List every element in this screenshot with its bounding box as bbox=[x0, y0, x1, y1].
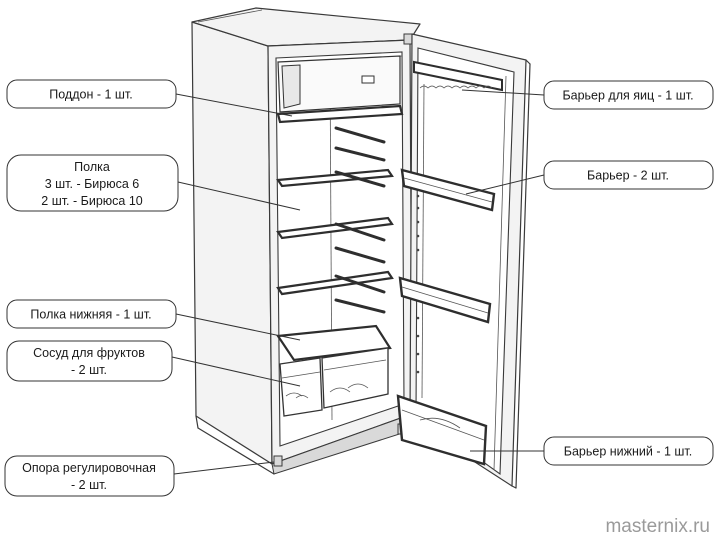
label-shelf: Полка 3 шт. - Бирюса 6 2 шт. - Бирюса 10 bbox=[6, 154, 179, 212]
svg-text:Сосуд для фруктов: Сосуд для фруктов bbox=[33, 346, 145, 360]
label-egg-barrier: Барьер для яиц - 1 шт. bbox=[543, 80, 714, 110]
label-bottom-barrier: Барьер нижний - 1 шт. bbox=[543, 436, 714, 466]
door-barrier-bottom bbox=[396, 394, 488, 466]
label-fruit-container: Сосуд для фруктов - 2 шт. bbox=[6, 340, 173, 382]
svg-text:- 2 шт.: - 2 шт. bbox=[71, 478, 107, 492]
shelves bbox=[276, 126, 394, 314]
label-adjustable-support: Опора регулировочная - 2 шт. bbox=[4, 455, 175, 497]
svg-text:3 шт. - Бирюса 6: 3 шт. - Бирюса 6 bbox=[45, 177, 140, 191]
fridge-top-panel bbox=[191, 7, 421, 47]
label-barrier: Барьер - 2 шт. bbox=[543, 160, 714, 190]
watermark-text: masternix.ru bbox=[605, 516, 710, 537]
label-tray: Поддон - 1 шт. bbox=[6, 79, 177, 109]
svg-text:- 2 шт.: - 2 шт. bbox=[71, 363, 107, 377]
svg-text:Барьер для яиц - 1 шт.: Барьер для яиц - 1 шт. bbox=[562, 89, 693, 103]
svg-text:2 шт. - Бирюса 10: 2 шт. - Бирюса 10 bbox=[41, 194, 143, 208]
svg-text:Поддон - 1 шт.: Поддон - 1 шт. bbox=[49, 88, 132, 102]
svg-text:Барьер - 2 шт.: Барьер - 2 шт. bbox=[587, 169, 669, 183]
svg-text:Барьер нижний - 1 шт.: Барьер нижний - 1 шт. bbox=[564, 445, 693, 459]
svg-text:Опора регулировочная: Опора регулировочная bbox=[22, 461, 156, 475]
freezer-compartment bbox=[277, 55, 401, 113]
svg-text:Полка: Полка bbox=[74, 160, 110, 174]
drip-tray bbox=[276, 104, 404, 124]
freezer-handle bbox=[361, 75, 375, 84]
label-bottom-shelf: Полка нижняя - 1 шт. bbox=[6, 299, 177, 329]
egg-barrier bbox=[413, 60, 503, 92]
refrigerator-illustration bbox=[191, 7, 531, 489]
fridge-side-panel bbox=[191, 21, 273, 465]
fruit-drawers bbox=[279, 347, 389, 417]
leader-lines bbox=[171, 89, 545, 475]
refrigerator-door bbox=[396, 33, 531, 489]
svg-text:Полка нижняя - 1 шт.: Полка нижняя - 1 шт. bbox=[30, 308, 151, 322]
